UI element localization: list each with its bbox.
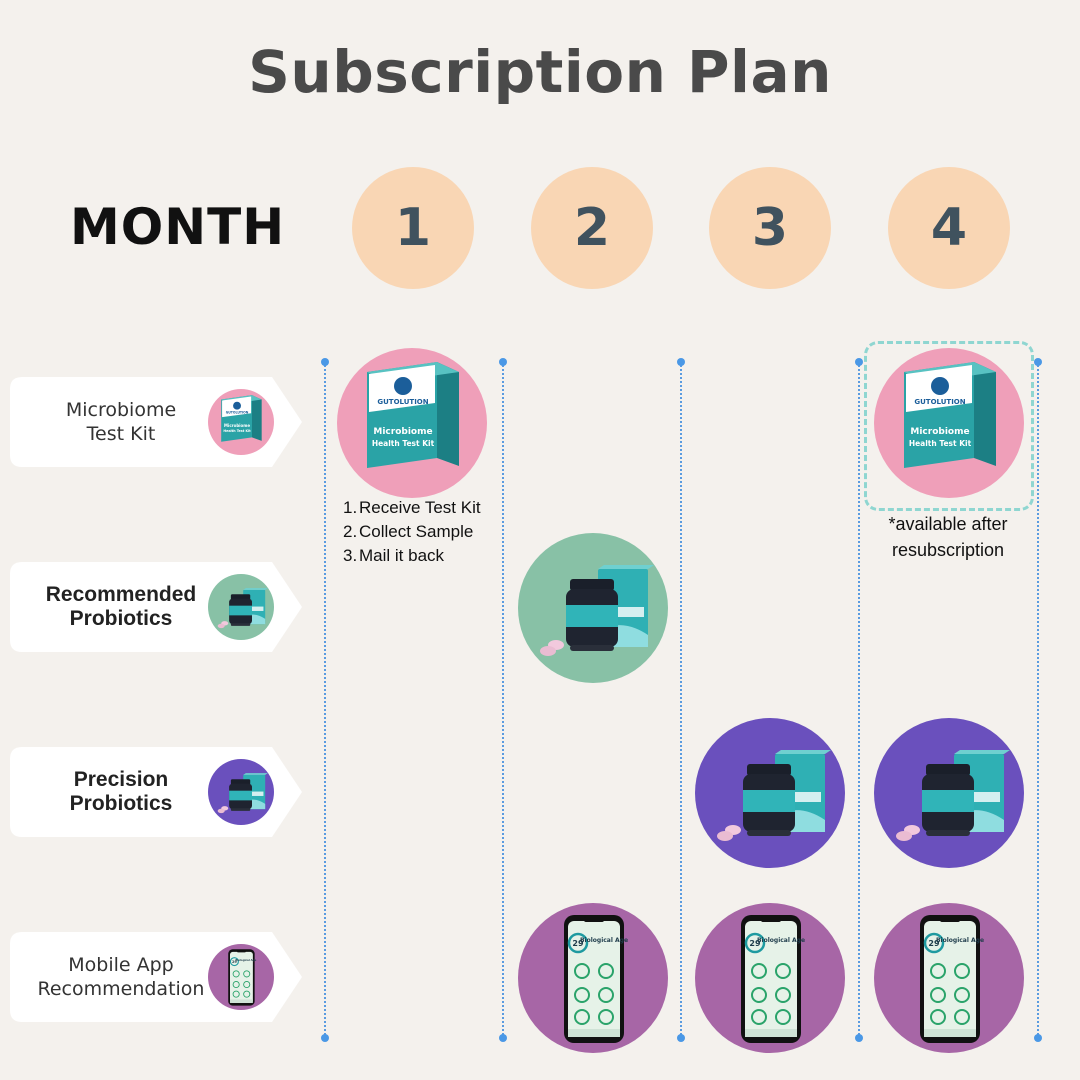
precision-probiotics-month-4: [874, 718, 1024, 868]
probiotic-bottle-icon: [208, 759, 274, 825]
row-label-line: Precision: [73, 768, 169, 791]
mobile-phone-icon: [562, 913, 630, 1045]
mobile-phone-icon: [739, 913, 807, 1045]
note-line: resubscription: [891, 540, 1005, 560]
mobile-app-month-4: [874, 903, 1024, 1053]
mobile-phone-icon: [208, 944, 274, 1010]
probiotic-bottle-icon: [208, 574, 274, 640]
test-kit-box-icon: [208, 389, 274, 455]
divider-line: [321, 358, 329, 1042]
step-text: Mail it back: [359, 546, 445, 565]
row-label-line: Probiotics: [69, 792, 173, 815]
row-label-line: Mobile App: [68, 954, 174, 976]
recommended-probiotics-month-2: [518, 533, 668, 683]
divider-line: [499, 358, 507, 1042]
divider-line: [855, 358, 863, 1042]
step-item: 1.Receive Test Kit: [343, 496, 481, 520]
divider-line: [1034, 358, 1042, 1042]
step-item: 3.Mail it back: [343, 544, 481, 568]
row-label-line: Recommendation: [37, 978, 205, 1000]
row-label-line: Probiotics: [69, 607, 173, 630]
test-kit-box-icon: [367, 362, 459, 468]
mobile-app-month-3: [695, 903, 845, 1053]
test-kit-box-icon: [904, 362, 996, 468]
mobile-app-month-2: [518, 903, 668, 1053]
month-1-circle: 1: [352, 167, 474, 289]
probiotic-bottle-icon: [717, 750, 831, 841]
step-number: 2.: [343, 522, 358, 541]
step-item: 2.Collect Sample: [343, 520, 481, 544]
test-kit-month-4: [874, 348, 1024, 498]
resubscription-note: *available after resubscription: [858, 511, 1038, 563]
note-line: *available after: [888, 514, 1008, 534]
step-text: Collect Sample: [359, 522, 474, 541]
probiotic-bottle-icon: [896, 750, 1010, 841]
page-title: Subscription Plan: [248, 38, 832, 106]
test-kit-month-1: [337, 348, 487, 498]
precision-probiotics-month-3: [695, 718, 845, 868]
month-2-circle: 2: [531, 167, 653, 289]
steps-list: 1.Receive Test Kit 2.Collect Sample 3.Ma…: [343, 496, 481, 568]
probiotic-bottle-icon: [540, 565, 654, 656]
divider-line: [677, 358, 685, 1042]
month-4-circle: 4: [888, 167, 1010, 289]
mobile-phone-icon: [918, 913, 986, 1045]
step-number: 1.: [343, 498, 358, 517]
row-label-line: Microbiome: [65, 399, 177, 421]
resubscription-highlight-box: [864, 341, 1034, 511]
step-text: Receive Test Kit: [359, 498, 481, 517]
row-label-line: Test Kit: [86, 423, 156, 445]
step-number: 3.: [343, 546, 358, 565]
month-label: MONTH: [70, 198, 286, 256]
row-label-line: Recommended: [45, 583, 197, 606]
month-3-circle: 3: [709, 167, 831, 289]
